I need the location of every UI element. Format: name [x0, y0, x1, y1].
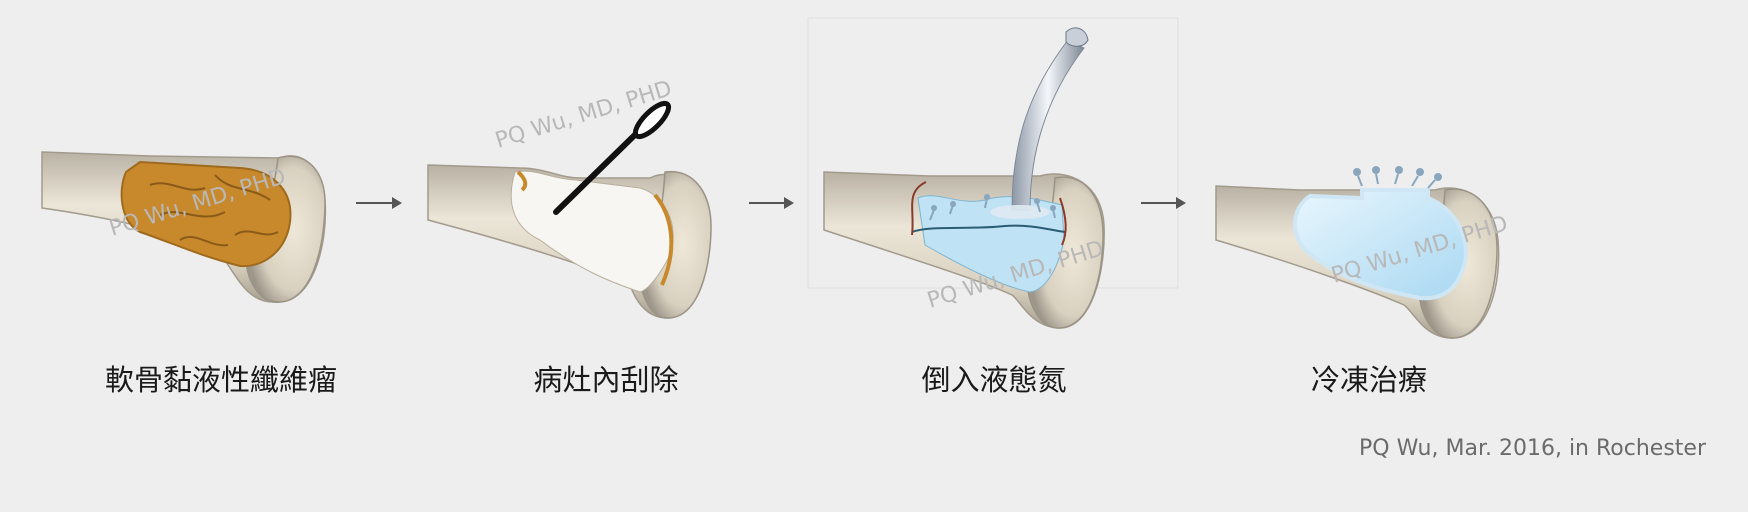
cryotherapy-illustration: PQ Wu, MD, PHD	[1215, 166, 1511, 339]
right-arrow-icon	[356, 197, 402, 209]
right-arrow-icon	[749, 197, 794, 209]
right-arrow-icon	[1141, 197, 1186, 209]
curette-icon	[553, 100, 672, 215]
step-label-liquid-nitrogen: 倒入液態氮	[921, 363, 1067, 397]
liquid-nitrogen-illustration: PQ Wu, MD, PHD	[807, 17, 1179, 329]
tumor-region	[120, 160, 292, 268]
step-label-cryotherapy: 冷凍治療	[1310, 363, 1427, 397]
liquid-stream-icon	[990, 27, 1089, 219]
curettage-illustration: PQ Wu, MD, PHD	[427, 76, 712, 319]
author-credit: PQ Wu, Mar. 2016, in Rochester	[1359, 436, 1706, 461]
step-label-tumor: 軟骨黏液性纖維瘤	[104, 363, 337, 397]
bone-with-tumor-illustration: PQ Wu, MD, PHD	[41, 151, 327, 303]
vapor-icon	[1353, 166, 1442, 189]
vapor-icon	[929, 194, 1056, 221]
step-label-curettage: 病灶內刮除	[533, 363, 679, 397]
